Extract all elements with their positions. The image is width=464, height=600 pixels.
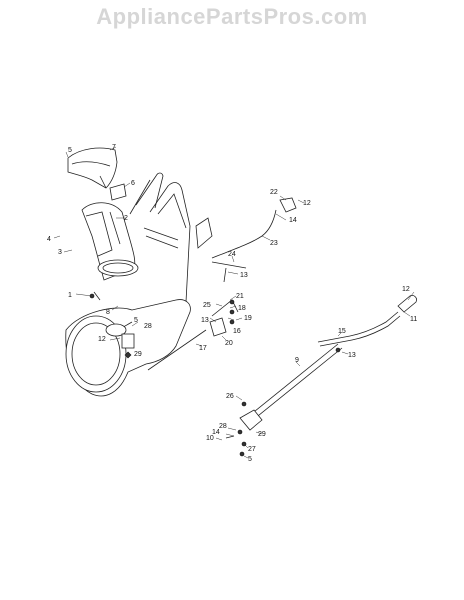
callout-labels: 7 5 6 2 4 3 1 8 5 28 12 29 22 12 14 23 2… xyxy=(47,144,417,463)
callout: 1 xyxy=(68,292,72,299)
callout: 17 xyxy=(199,345,207,352)
lower-bracket-29 xyxy=(239,409,263,431)
bracket-plate xyxy=(121,333,135,349)
callout: 12 xyxy=(98,336,106,343)
callout: 2 xyxy=(124,215,128,222)
callout: 8 xyxy=(106,309,110,316)
callout: 28 xyxy=(219,423,227,430)
knob-22 xyxy=(279,197,297,213)
callout: 23 xyxy=(270,240,278,247)
callout: 22 xyxy=(270,189,278,196)
control-rod-23 xyxy=(211,209,277,259)
callout: 5 xyxy=(134,317,138,324)
shift-rod-17 xyxy=(147,329,207,371)
callout: 14 xyxy=(212,429,220,436)
handle-frame xyxy=(135,172,164,209)
callout: 20 xyxy=(225,340,233,347)
callout: 10 xyxy=(206,435,214,442)
callout: 13 xyxy=(240,272,248,279)
pivot-bracket-20 xyxy=(209,317,227,337)
callout: 11 xyxy=(410,316,417,323)
callout: 6 xyxy=(131,180,135,187)
leader-lines xyxy=(53,146,415,459)
callout: 29 xyxy=(258,431,266,438)
callout: 16 xyxy=(233,328,241,335)
callout: 5 xyxy=(248,456,252,463)
callout: 5 xyxy=(68,147,72,154)
callout: 21 xyxy=(236,293,244,300)
callout: 28 xyxy=(144,323,152,330)
callout: 27 xyxy=(248,446,256,453)
callout: 14 xyxy=(289,217,297,224)
callout: 19 xyxy=(244,315,252,322)
callout: 15 xyxy=(338,328,346,335)
callout: 9 xyxy=(295,357,299,364)
chute-deflector xyxy=(67,147,118,189)
callout: 29 xyxy=(134,351,142,358)
shift-handle-11 xyxy=(317,311,399,343)
callout: 24 xyxy=(228,251,236,258)
callout: 7 xyxy=(112,144,116,151)
callout: 25 xyxy=(203,302,211,309)
callout: 12 xyxy=(303,200,311,207)
callout: 18 xyxy=(238,305,246,312)
callout: 26 xyxy=(226,393,234,400)
callout: 13 xyxy=(201,317,209,324)
housing-port xyxy=(105,323,127,337)
shift-rod-9 xyxy=(243,343,339,421)
callout: 4 xyxy=(47,236,51,243)
watermark: AppliancePartsPros.com xyxy=(96,4,368,29)
callout: 12 xyxy=(402,286,410,293)
chute-bracket xyxy=(109,183,127,201)
handle-grip xyxy=(397,295,417,313)
callout: 13 xyxy=(348,352,356,359)
chute-ring xyxy=(97,259,139,277)
callout: 3 xyxy=(58,249,62,256)
